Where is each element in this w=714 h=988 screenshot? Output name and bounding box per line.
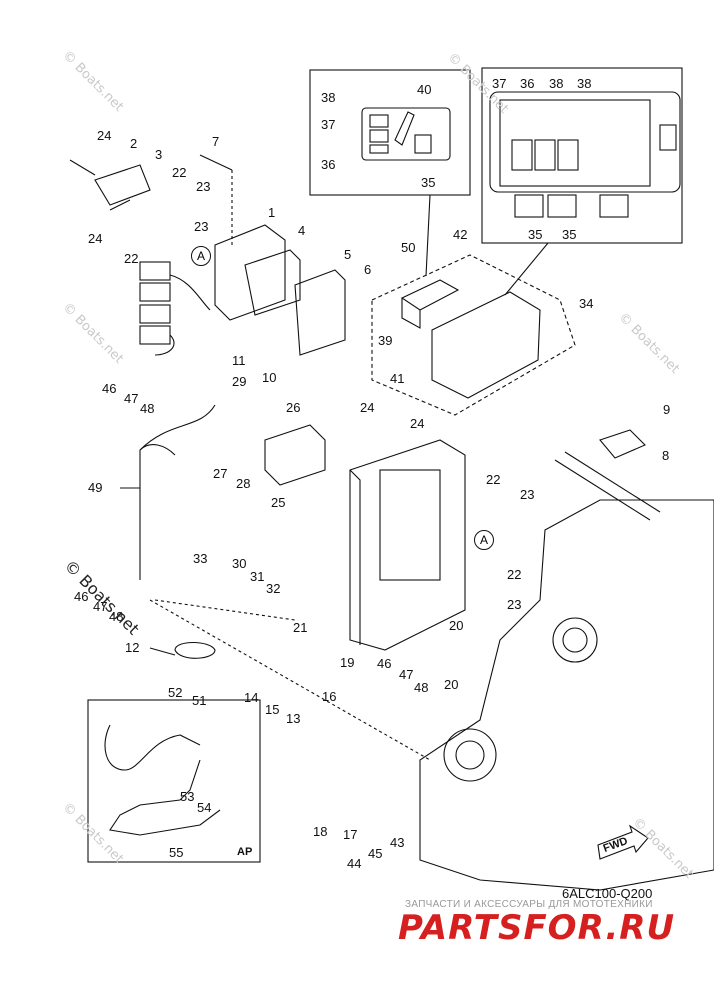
ecu-group-outline <box>371 254 576 416</box>
footer-russian-text: ЗАПЧАСТИ И АКСЕССУАРЫ ДЛЯ МОТОТЕХНИКИ <box>405 899 653 910</box>
callout-3: 3 <box>155 147 163 162</box>
reference-marker-a: A <box>474 530 494 550</box>
callout-5: 5 <box>344 247 352 262</box>
callout-22: 22 <box>507 567 522 582</box>
callout-53: 53 <box>180 789 195 804</box>
callout-48: 48 <box>140 401 155 416</box>
callout-48: 48 <box>109 609 124 624</box>
callout-19: 19 <box>340 655 355 670</box>
callout-48: 48 <box>414 680 429 695</box>
callout-11: 11 <box>232 353 246 368</box>
callout-33: 33 <box>193 551 208 566</box>
callout-22: 22 <box>172 165 187 180</box>
callout-26: 26 <box>286 400 301 415</box>
callout-21: 21 <box>293 620 308 635</box>
callout-47: 47 <box>399 667 414 682</box>
inset-box-ap <box>87 699 261 863</box>
callout-23: 23 <box>520 487 535 502</box>
callout-46: 46 <box>102 381 117 396</box>
callout-25: 25 <box>271 495 286 510</box>
callout-46: 46 <box>377 656 392 671</box>
callout-55: 55 <box>169 845 184 860</box>
callout-47: 47 <box>93 599 108 614</box>
callout-17: 17 <box>343 827 358 842</box>
callout-54: 54 <box>197 800 212 815</box>
reference-marker-a: A <box>191 246 211 266</box>
inset-box-ecu <box>481 67 683 244</box>
callout-47: 47 <box>124 391 139 406</box>
callout-6: 6 <box>364 262 372 277</box>
callout-50: 50 <box>401 240 416 255</box>
callout-46: 46 <box>74 589 89 604</box>
callout-32: 32 <box>266 581 281 596</box>
callout-28: 28 <box>236 476 251 491</box>
callout-23: 23 <box>196 179 211 194</box>
callout-31: 31 <box>250 569 265 584</box>
callout-52: 52 <box>168 685 183 700</box>
callout-16: 16 <box>322 689 337 704</box>
inset-box-connector <box>309 69 471 196</box>
callout-43: 43 <box>390 835 405 850</box>
callout-8: 8 <box>662 448 670 463</box>
callout-15: 15 <box>265 702 280 717</box>
callout-45: 45 <box>368 846 383 861</box>
callout-2: 2 <box>130 136 138 151</box>
callout-20: 20 <box>449 618 464 633</box>
callout-38: 38 <box>577 76 592 91</box>
callout-24: 24 <box>97 128 112 143</box>
callout-24: 24 <box>360 400 375 415</box>
callout-13: 13 <box>286 711 301 726</box>
callout-27: 27 <box>213 466 228 481</box>
callout-10: 10 <box>262 370 277 385</box>
callout-44: 44 <box>347 856 362 871</box>
callout-14: 14 <box>244 690 259 705</box>
callout-40: 40 <box>417 82 432 97</box>
callout-42: 42 <box>453 227 468 242</box>
callout-29: 29 <box>232 374 247 389</box>
callout-39: 39 <box>378 333 393 348</box>
callout-38: 38 <box>321 90 336 105</box>
callout-24: 24 <box>410 416 425 431</box>
callout-22: 22 <box>486 472 501 487</box>
brand-logo: PARTSFOR.RU <box>398 908 676 948</box>
callout-35: 35 <box>528 227 543 242</box>
callout-49: 49 <box>88 480 103 495</box>
callout-35: 35 <box>562 227 577 242</box>
connector-body <box>361 107 451 161</box>
callout-24: 24 <box>88 231 103 246</box>
diagram-code: 6ALC100-Q200 <box>562 886 653 901</box>
callout-36: 36 <box>520 76 535 91</box>
callout-34: 34 <box>579 296 594 311</box>
callout-12: 12 <box>125 640 140 655</box>
callout-36: 36 <box>321 157 336 172</box>
callout-22: 22 <box>124 251 139 266</box>
callout-23: 23 <box>507 597 522 612</box>
callout-9: 9 <box>663 402 671 417</box>
engine-block <box>419 499 714 891</box>
callout-41: 41 <box>390 371 405 386</box>
callout-30: 30 <box>232 556 247 571</box>
callout-37: 37 <box>321 117 336 132</box>
callout-38: 38 <box>549 76 564 91</box>
callout-20: 20 <box>444 677 459 692</box>
callout-23: 23 <box>194 219 209 234</box>
callout-37: 37 <box>492 76 507 91</box>
callout-1: 1 <box>268 205 276 220</box>
callout-51: 51 <box>192 693 207 708</box>
callout-18: 18 <box>313 824 328 839</box>
callout-4: 4 <box>298 223 306 238</box>
callout-7: 7 <box>212 134 220 149</box>
junction-box <box>349 439 466 651</box>
inset-label-ap: AP <box>237 846 253 858</box>
callout-35: 35 <box>421 175 436 190</box>
